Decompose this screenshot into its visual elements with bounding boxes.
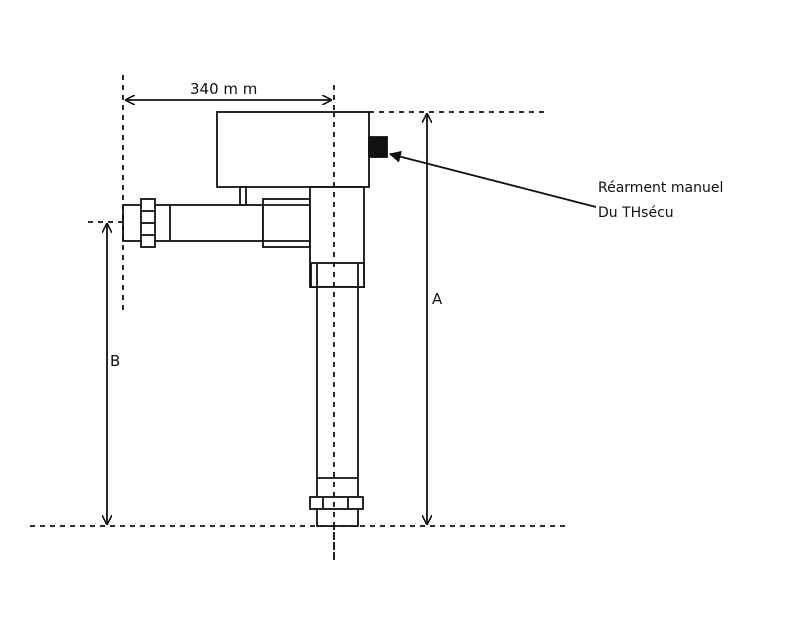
height-a-label: A <box>432 290 443 308</box>
reset-pointer-arrow <box>388 150 597 208</box>
heater-body <box>122 111 388 527</box>
support-stem <box>239 186 247 206</box>
control-box <box>216 111 370 188</box>
housing-collar <box>310 262 365 288</box>
height-b-label: B <box>110 352 120 370</box>
annotation-line-1: Réarment manuel <box>598 180 723 196</box>
lower-pipe <box>316 286 359 527</box>
width-label: 340 m m <box>190 80 257 98</box>
annotation-line-2: Du THsécu <box>598 205 674 221</box>
manual-reset-button <box>368 136 388 158</box>
outlet-union-nut <box>309 496 364 510</box>
inlet-coupler <box>262 198 311 248</box>
